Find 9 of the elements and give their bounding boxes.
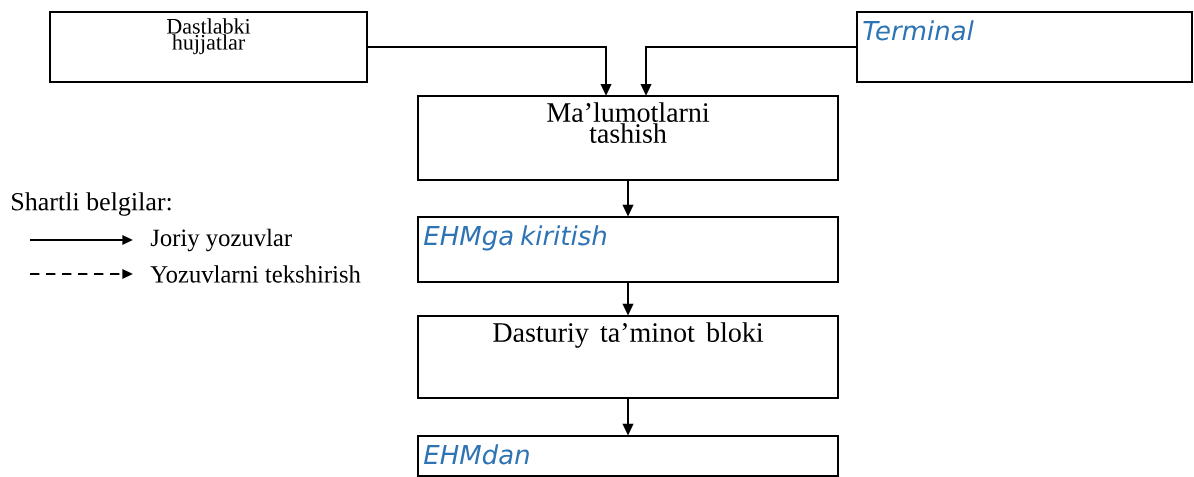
legend-title: Shartli belgilar: — [12, 192, 171, 216]
process-box: Dastlabki hujjatlar — [49, 11, 368, 83]
process-box: Dasturiy ta’minot bloki — [417, 315, 839, 399]
process-box: EHMdan — [417, 435, 839, 477]
process-box: Terminal — [856, 11, 1193, 83]
process-box: Ma’lumotlarni tashish — [417, 95, 839, 181]
legend-item: Yozuvlarni tekshirish — [29, 265, 361, 283]
legend-item: Joriy yozuvlar — [29, 228, 292, 252]
process-box: EHMga kiritish — [417, 216, 839, 283]
